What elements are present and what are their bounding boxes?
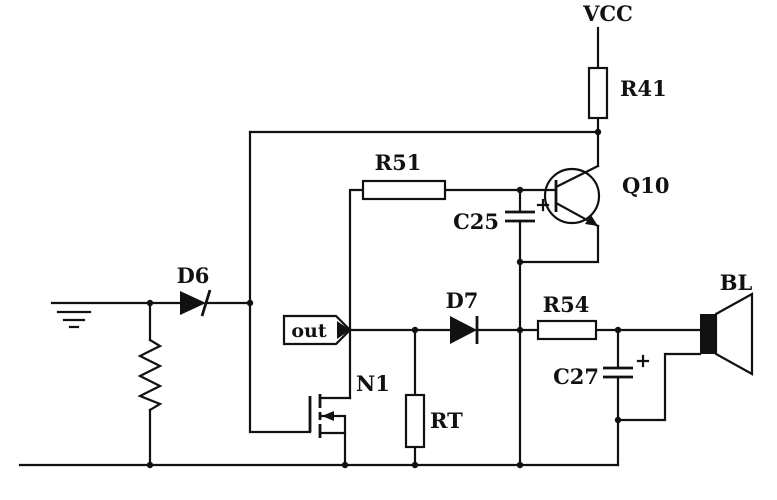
r51-label: R51 [375, 150, 422, 175]
wires [18, 26, 702, 467]
vcc-label: VCC [582, 1, 633, 26]
resistor-r54: R54 [536, 292, 598, 341]
r41-label: R41 [620, 76, 667, 101]
bl-label: BL [720, 270, 753, 295]
transistor-q10: Q10 [543, 164, 670, 228]
diode-d7: D7 [446, 288, 479, 344]
n1-label: N1 [356, 371, 390, 396]
c25-label: C25 [453, 209, 499, 234]
d6-label: D6 [177, 263, 210, 288]
shunt-resistor [137, 338, 163, 412]
out-label: out [291, 320, 326, 342]
junction-dots [146, 128, 622, 469]
c27-plus-sign [636, 354, 650, 368]
speaker-bl: BL [700, 270, 754, 376]
c27-label: C27 [553, 364, 599, 389]
d7-label: D7 [446, 288, 479, 313]
earth-ground-symbol [56, 310, 92, 329]
resistor-rt: RT [404, 393, 463, 449]
c25-plus-sign [536, 198, 550, 212]
capacitor-c27: C27 [553, 354, 650, 389]
diode-d6: D6 [177, 263, 212, 317]
resistor-r41: R41 [587, 66, 667, 120]
capacitor-c25: C25 [453, 198, 550, 234]
q10-label: Q10 [622, 173, 670, 198]
r54-label: R54 [543, 292, 590, 317]
resistor-r51: R51 [361, 150, 447, 201]
rt-label: RT [430, 408, 463, 433]
out-tag: out [282, 314, 352, 346]
mosfet-n1: N1 [308, 371, 390, 438]
